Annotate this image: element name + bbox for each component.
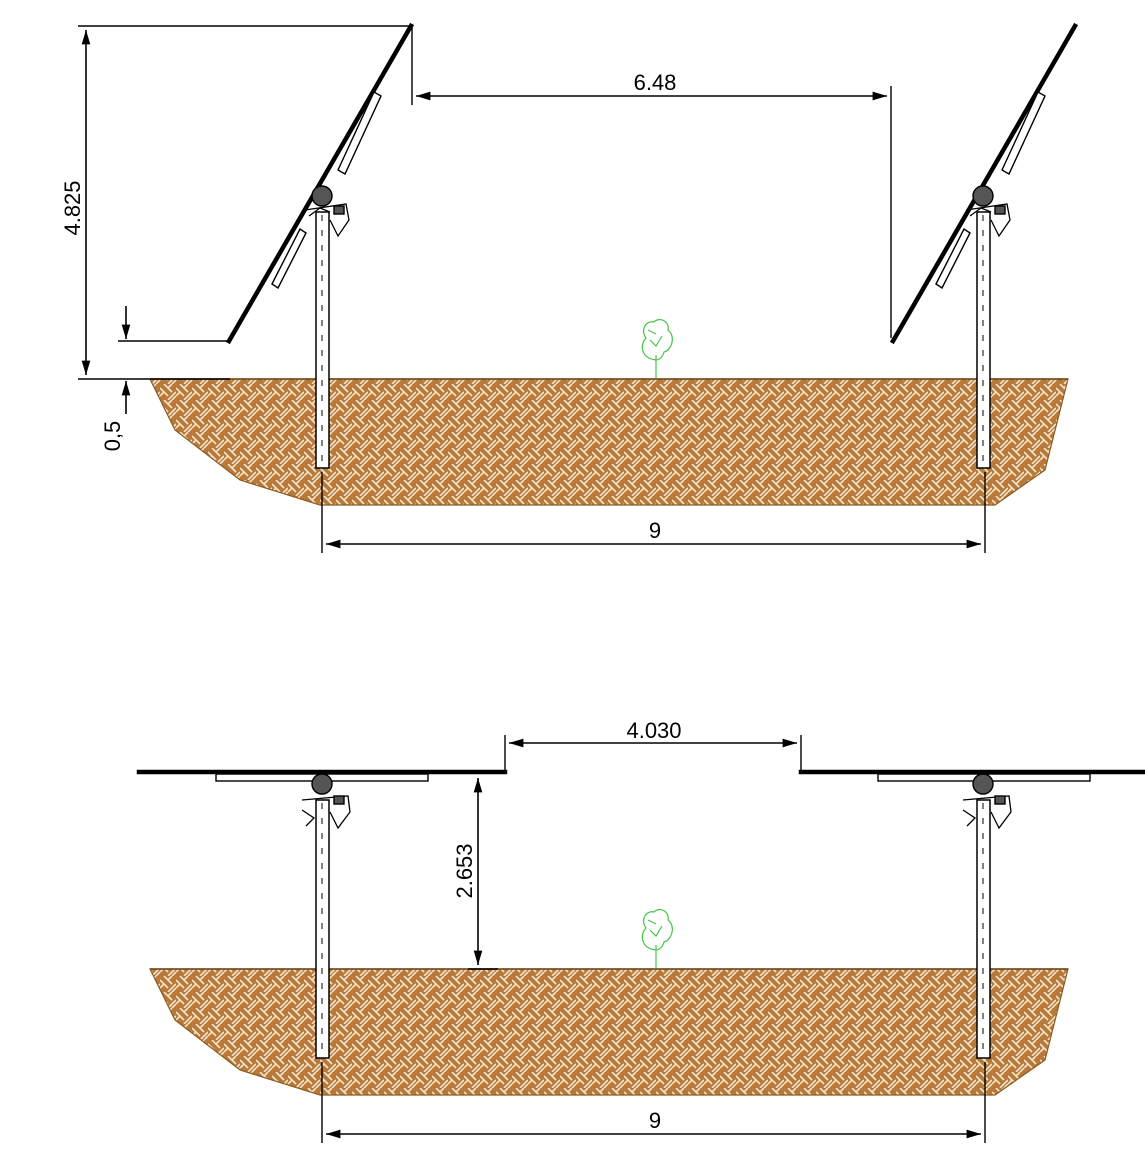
rail-right-top-b: [935, 227, 971, 290]
rail-left-top-b: [271, 227, 307, 290]
row-spacing-dimension-label: 6.48: [634, 70, 677, 95]
pv-module-left-top: [225, 22, 415, 345]
rail-left-top-a: [337, 91, 382, 175]
ground-section-bottom: [149, 968, 1069, 1096]
height-dimension-label-top: 4.825: [60, 180, 85, 235]
drive-right-bottom: [962, 773, 1012, 830]
tree-icon: [641, 908, 673, 968]
rail-right-top-a: [1001, 91, 1046, 175]
pv-module-right-top: [889, 22, 1079, 345]
clearance-dimension-label: 0,5: [100, 421, 125, 452]
tree-icon: [641, 318, 673, 378]
pile-pitch-dimension-label-top: 9: [649, 518, 661, 543]
pile-pitch-dimension-label-bottom: 9: [649, 1108, 661, 1133]
drive-left-bottom: [301, 773, 351, 830]
tilted-view: 4.825 0,5 6.48 9: [60, 22, 1079, 553]
ground-section-top: [149, 378, 1069, 506]
flat-view: 4.030 2.653 9: [136, 718, 1145, 1143]
gap-dimension-label: 4.030: [626, 718, 681, 743]
height-dimension-label-bottom: 2.653: [452, 843, 477, 898]
drive-right-top: [965, 185, 1011, 238]
drive-left-top: [304, 185, 350, 238]
